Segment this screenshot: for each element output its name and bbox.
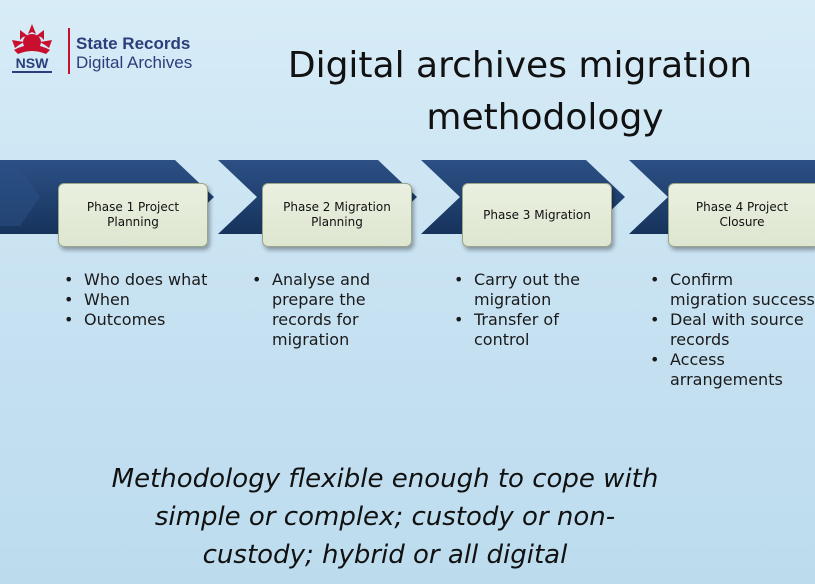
title-line-1: Digital archives migration	[287, 45, 753, 86]
list-item: When	[58, 290, 208, 310]
list-item: Outcomes	[58, 310, 208, 330]
logo-divider	[68, 28, 70, 74]
logo-sub-name: Digital Archives	[76, 53, 193, 72]
list-item: Confirm migration success	[644, 270, 815, 310]
methodology-note: Methodology flexible enough to cope with…	[40, 460, 730, 574]
phase-3-bullets: Carry out the migration Transfer of cont…	[448, 270, 618, 350]
waratah-logo-icon: NSW	[12, 24, 52, 73]
slide-title: Digital archives migration methodology	[240, 40, 800, 144]
note-line-2: simple or complex; custody or non-	[154, 502, 616, 532]
phase-1-box: Phase 1 Project Planning	[58, 183, 208, 247]
list-item: Access arrangements	[644, 350, 815, 390]
list-item: Who does what	[58, 270, 208, 290]
list-item: Deal with source records	[644, 310, 815, 350]
list-item: Transfer of control	[448, 310, 618, 350]
logo-org-name: State Records	[76, 34, 191, 53]
nsw-logo: NSW State Records Digital Archives	[6, 22, 236, 82]
note-line-1: Methodology flexible enough to cope with	[111, 464, 659, 494]
note-line-3: custody; hybrid or all digital	[202, 540, 568, 570]
phase-2-box: Phase 2 Migration Planning	[262, 183, 412, 247]
phase-4-bullets: Confirm migration success Deal with sour…	[644, 270, 815, 390]
list-item: Carry out the migration	[448, 270, 618, 310]
phase-2-bullets: Analyse and prepare the records for migr…	[246, 270, 406, 350]
phase-4-box: Phase 4 Project Closure	[668, 183, 815, 247]
svg-text:NSW: NSW	[16, 55, 49, 71]
phase-1-bullets: Who does what When Outcomes	[58, 270, 208, 330]
phase-3-box: Phase 3 Migration	[462, 183, 612, 247]
title-line-2: methodology	[426, 97, 664, 138]
list-item: Analyse and prepare the records for migr…	[246, 270, 406, 350]
